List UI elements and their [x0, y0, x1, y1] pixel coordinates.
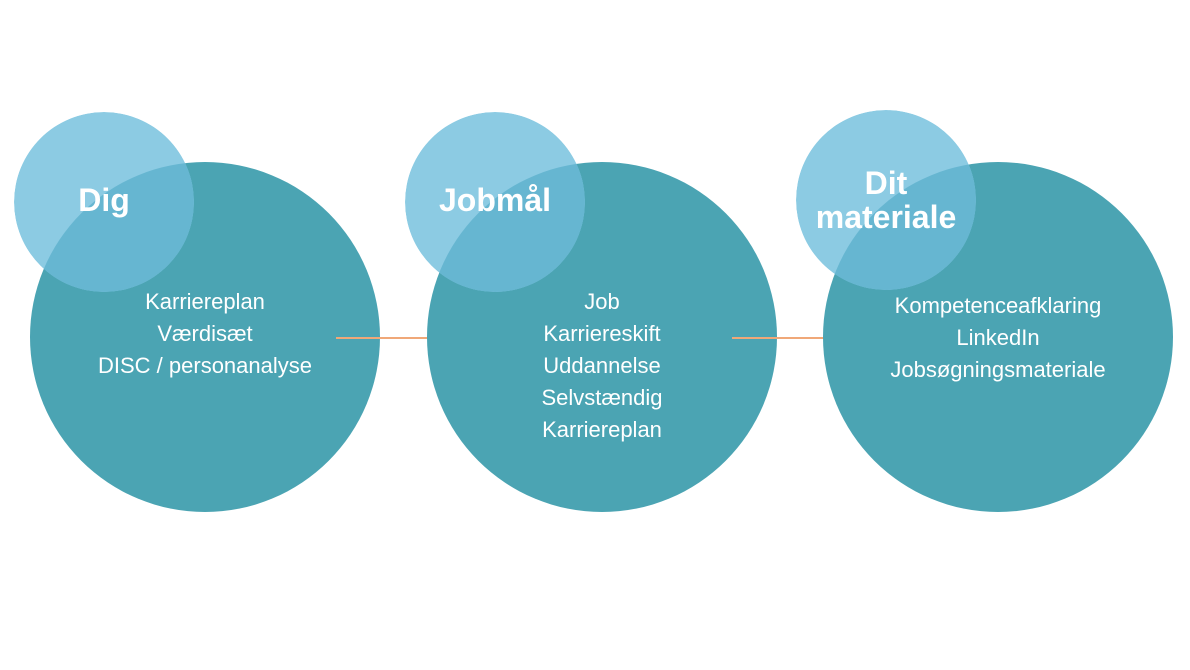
stage-2-title-line: Jobmål — [438, 182, 552, 218]
stage-2-bubble — [405, 112, 585, 292]
stage-3-item: LinkedIn — [956, 325, 1040, 350]
stage-3-title-line: materiale — [815, 199, 957, 235]
stage-3-item: Jobsøgningsmateriale — [890, 357, 1106, 382]
stage-2-items: Job Karriereskift Uddannelse Selvstændig… — [427, 286, 777, 446]
stage-1-item: DISC / personanalyse — [98, 353, 312, 378]
stage-2-title: Jobmål — [415, 183, 575, 217]
stage-1-bubble — [14, 112, 194, 292]
stage-3-items: Kompetenceafklaring LinkedIn Jobsøgnings… — [823, 290, 1173, 386]
stage-3-bubble — [796, 110, 976, 290]
stage-1-item: Værdisæt — [157, 321, 253, 346]
stage-1-title: Dig — [34, 183, 174, 217]
stage-2-item: Karriereskift — [543, 321, 661, 346]
stage-3-title: Dit materiale — [796, 166, 976, 234]
stage-1-item: Karriereplan — [145, 289, 265, 314]
stage-3-title-line: Dit — [864, 165, 908, 201]
stage-1-title-line: Dig — [78, 182, 130, 218]
stage-1-items: Karriereplan Værdisæt DISC / personanaly… — [30, 286, 380, 382]
stage-2-item: Job — [584, 289, 620, 314]
stage-2-item: Selvstændig — [541, 385, 663, 410]
stage-2-item: Uddannelse — [543, 353, 661, 378]
stage-3-item: Kompetenceafklaring — [894, 293, 1102, 318]
stage-2-item: Karriereplan — [542, 417, 662, 442]
